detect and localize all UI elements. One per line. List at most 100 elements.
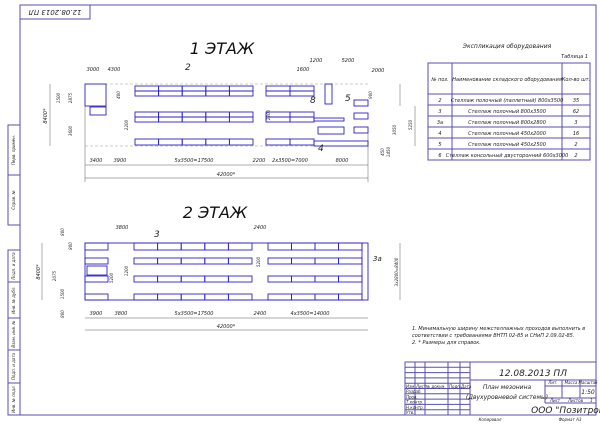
shelf-bay [181,138,207,146]
shelf-bay [205,138,230,146]
side-stamp-label: Справ. № [11,190,16,209]
table-cell-qty: 35 [573,98,579,104]
callout-8: 8 [310,96,316,106]
table-cell-name: Стеллаж полочный 450х2000 [468,131,546,137]
table-cell-qty: 62 [573,109,579,115]
shelf-bay [338,257,363,265]
f1-dim: 1450 [386,146,391,157]
f1-dim: 2200 [253,158,266,164]
shelf-bay [227,242,253,251]
f1-dim: 3050 [392,124,397,135]
callout-3: 3 [154,230,160,240]
lit-label: Лит. [547,380,557,385]
shelf-4 [353,99,369,107]
table-cell-pos: 2 [438,98,441,104]
shelf-bay [291,242,316,251]
f2-dim: 3800 [115,311,128,317]
shelf-bay [227,293,253,301]
note-line: 1. Минимальную ширину межстеллажных прох… [412,326,585,332]
title-block-col-label: № докум. [425,384,446,389]
sheets-count: 1 [590,398,593,403]
shelf-bay [180,242,206,251]
f1-dim: 2х3500=7000 [272,158,308,164]
table-caption: Экспликация оборудования [462,43,552,50]
table-cell-qty: 2 [574,153,577,159]
callout-4: 4 [318,144,324,154]
callout-5: 5 [345,94,351,104]
title-block-role: Т.контр. [406,400,423,405]
shelf-bay [134,138,160,146]
shelf-bay [338,275,363,283]
shelf-5 [313,117,345,122]
f2-dim: 2075 [52,270,57,281]
table-cell-pos: 3 [438,109,441,115]
table-cell-qty: 2 [574,142,577,148]
table-cell-qty: 3 [574,120,577,126]
office-room [84,83,107,107]
shelf-bay [338,293,363,301]
f2-dim: 5200 [109,272,114,283]
format-label: Формат А3 [559,417,582,422]
f2-dim: 1200 [124,265,129,276]
shelf-bay [204,257,229,265]
shelf-bay [338,242,363,251]
shelf-bay [204,275,229,283]
f2-dim: 800 [60,228,65,236]
top-stamp-code: 12.08.2013 ПЛ [28,8,82,16]
table-header: № поз. [430,77,448,83]
f1-dim: 2200 [124,119,129,130]
floor1-title: 1 ЭТАЖ [190,39,255,58]
company-name: ООО "Позитрон" [531,406,600,416]
shelf-bay [291,257,316,265]
f1-dim: 450 [380,148,385,156]
callout-3a: 3а [373,255,382,263]
f2-dim: 2400 [254,311,267,317]
title-block-col-label: Дата [460,384,472,389]
shelf-bay [289,138,315,146]
table-cell-pos: 6 [438,153,441,159]
title-block-col-label: Изм. [406,384,415,389]
table-cell-name: Стеллаж консольный двусторонний 600х3000 [446,153,569,159]
table-frame [427,62,591,161]
shelf-bay [291,293,316,301]
f1-dim: 400 [116,91,121,99]
f2-dim: 3х2800=8400 [394,257,399,286]
f1-dim: 1500 [56,92,61,103]
scale-label: Масштаб [578,380,598,385]
shelf-bay [157,257,182,265]
floor1-plan [49,83,416,182]
staircase [86,265,108,276]
title-block-code: 12.08.2013 ПЛ [499,369,567,379]
f2-dim: 1500 [60,288,65,299]
f2-total-dim: 42000* [217,324,236,330]
table-cell-name: Стеллаж полочный (паллетный) 800х3500 [451,98,564,104]
shelf-bay [180,275,206,283]
f1-dim: 1200 [310,58,323,64]
shelf-bay [228,138,254,146]
side-stamp-label: Взам. инв. № [11,320,16,347]
side-stamp-label: Подп. и дата [11,252,16,280]
f1-dim: 3600 [68,125,73,136]
title-block-role: Разраб. [406,389,422,394]
note-line: 2. * Размеры для справок. [412,340,481,346]
title-block-role: Пров. [406,394,418,399]
table-label: Таблица 1 [561,54,588,60]
shelf-bay [133,257,159,265]
drawing-title: План мезонина [483,384,532,391]
f1-dim: 2875 [68,92,73,103]
shelf-bay [204,293,229,301]
f1-dim: 900 [368,91,373,99]
top-stamp-box [19,4,91,20]
side-stamp-label: Перв. примен. [11,135,16,165]
shelf-bay [157,275,182,283]
table-cell-pos: 4 [438,131,441,137]
f1-dim: 1600 [297,67,310,73]
shelf-bay [267,275,292,283]
console-rack-8 [324,83,333,105]
shelf-bay [267,293,292,301]
staircase [89,106,107,116]
f1-dim: 5250 [408,119,413,130]
f2-dim: 3800 [116,225,129,231]
side-stamp-cell [7,174,21,226]
